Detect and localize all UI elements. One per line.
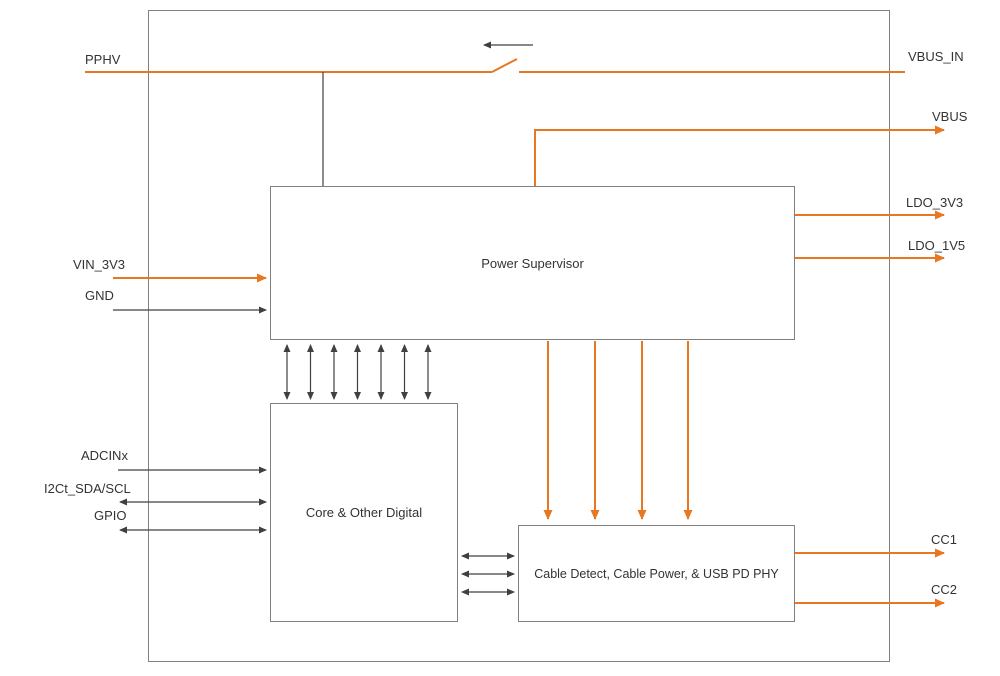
pin-label-vin-3v3: VIN_3V3 xyxy=(73,257,126,272)
pin-label-adcinx: ADCINx xyxy=(81,448,128,463)
core-cable-bus xyxy=(461,552,515,596)
pin-label-gpio: GPIO xyxy=(94,508,127,523)
power-switch-blade xyxy=(491,58,518,73)
pin-label-ldo-1v5: LDO_1V5 xyxy=(908,238,966,253)
cable-detect-block: Cable Detect, Cable Power, & USB PD PHY xyxy=(518,525,795,622)
pin-label-pphv: PPHV xyxy=(85,52,121,67)
pin-label-ldo-3v3: LDO_3V3 xyxy=(906,195,964,210)
pin-label-cc1: CC1 xyxy=(931,532,958,547)
core-digital-label: Core & Other Digital xyxy=(305,505,423,520)
core-digital-block: Core & Other Digital xyxy=(270,403,458,622)
pin-label-vbus: VBUS xyxy=(932,109,968,124)
chip-boundary xyxy=(148,10,890,662)
pin-label-gnd: GND xyxy=(85,288,114,303)
supervisor-cable-power-feeds xyxy=(543,341,693,520)
cable-detect-label: Cable Detect, Cable Power, & USB PD PHY xyxy=(534,566,779,581)
pin-label-cc2: CC2 xyxy=(931,582,958,597)
supervisor-core-bus xyxy=(283,344,432,400)
vbus-wire xyxy=(534,125,945,187)
power-supervisor-label: Power Supervisor xyxy=(481,255,584,271)
pin-label-vbus-in: VBUS_IN xyxy=(908,49,964,64)
pin-label-i2c: I2Ct_SDA/SCL xyxy=(44,481,131,496)
power-supervisor-block: Power Supervisor xyxy=(270,186,795,340)
